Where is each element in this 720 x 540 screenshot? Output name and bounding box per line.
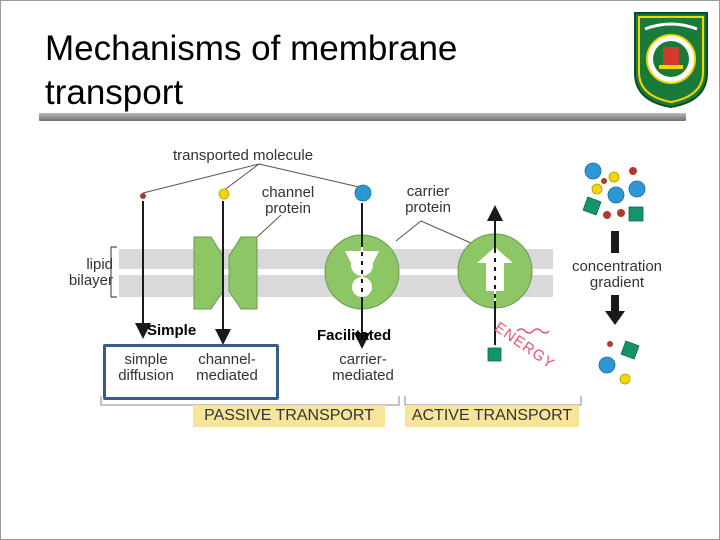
annotation-facilitated: Facilitated — [317, 327, 392, 344]
university-seal-logo — [634, 12, 708, 109]
label-active-transport: ACTIVE TRANSPORT — [405, 405, 579, 427]
simple-highlight-box — [103, 344, 279, 400]
label-lipid-bilayer: lipid bilayer — [68, 256, 113, 289]
label-concentration-gradient: concentration gradient — [571, 258, 663, 291]
molecule-yellow-dot — [218, 188, 230, 200]
label-leader-lines — [142, 163, 472, 244]
molecule-red-dot — [140, 193, 146, 199]
molecule-blue-dot — [354, 184, 372, 202]
label-channel-mediated: channel- mediated — [196, 351, 258, 384]
concentration-gradient-arrow — [605, 231, 625, 325]
lipid-bilayer-bracket — [110, 246, 117, 298]
slide-title: Mechanisms of membrane transport — [45, 29, 458, 112]
title-underline — [39, 113, 686, 121]
high-concentration-molecules — [582, 162, 646, 222]
molecule-teal-square — [487, 347, 502, 362]
low-concentration-molecules — [598, 340, 640, 385]
energy-squiggle — [516, 328, 550, 334]
label-transported-molecule: transported molecule — [173, 147, 314, 164]
label-carrier-mediated: carrier- mediated — [332, 351, 394, 384]
label-carrier-protein: carrier protein — [405, 183, 451, 216]
annotation-simple: Simple — [147, 322, 197, 339]
label-simple-diffusion: simple diffusion — [118, 351, 174, 384]
label-passive-transport: PASSIVE TRANSPORT — [193, 405, 385, 427]
channel-protein — [193, 236, 258, 310]
label-channel-protein: channel protein — [261, 184, 315, 217]
